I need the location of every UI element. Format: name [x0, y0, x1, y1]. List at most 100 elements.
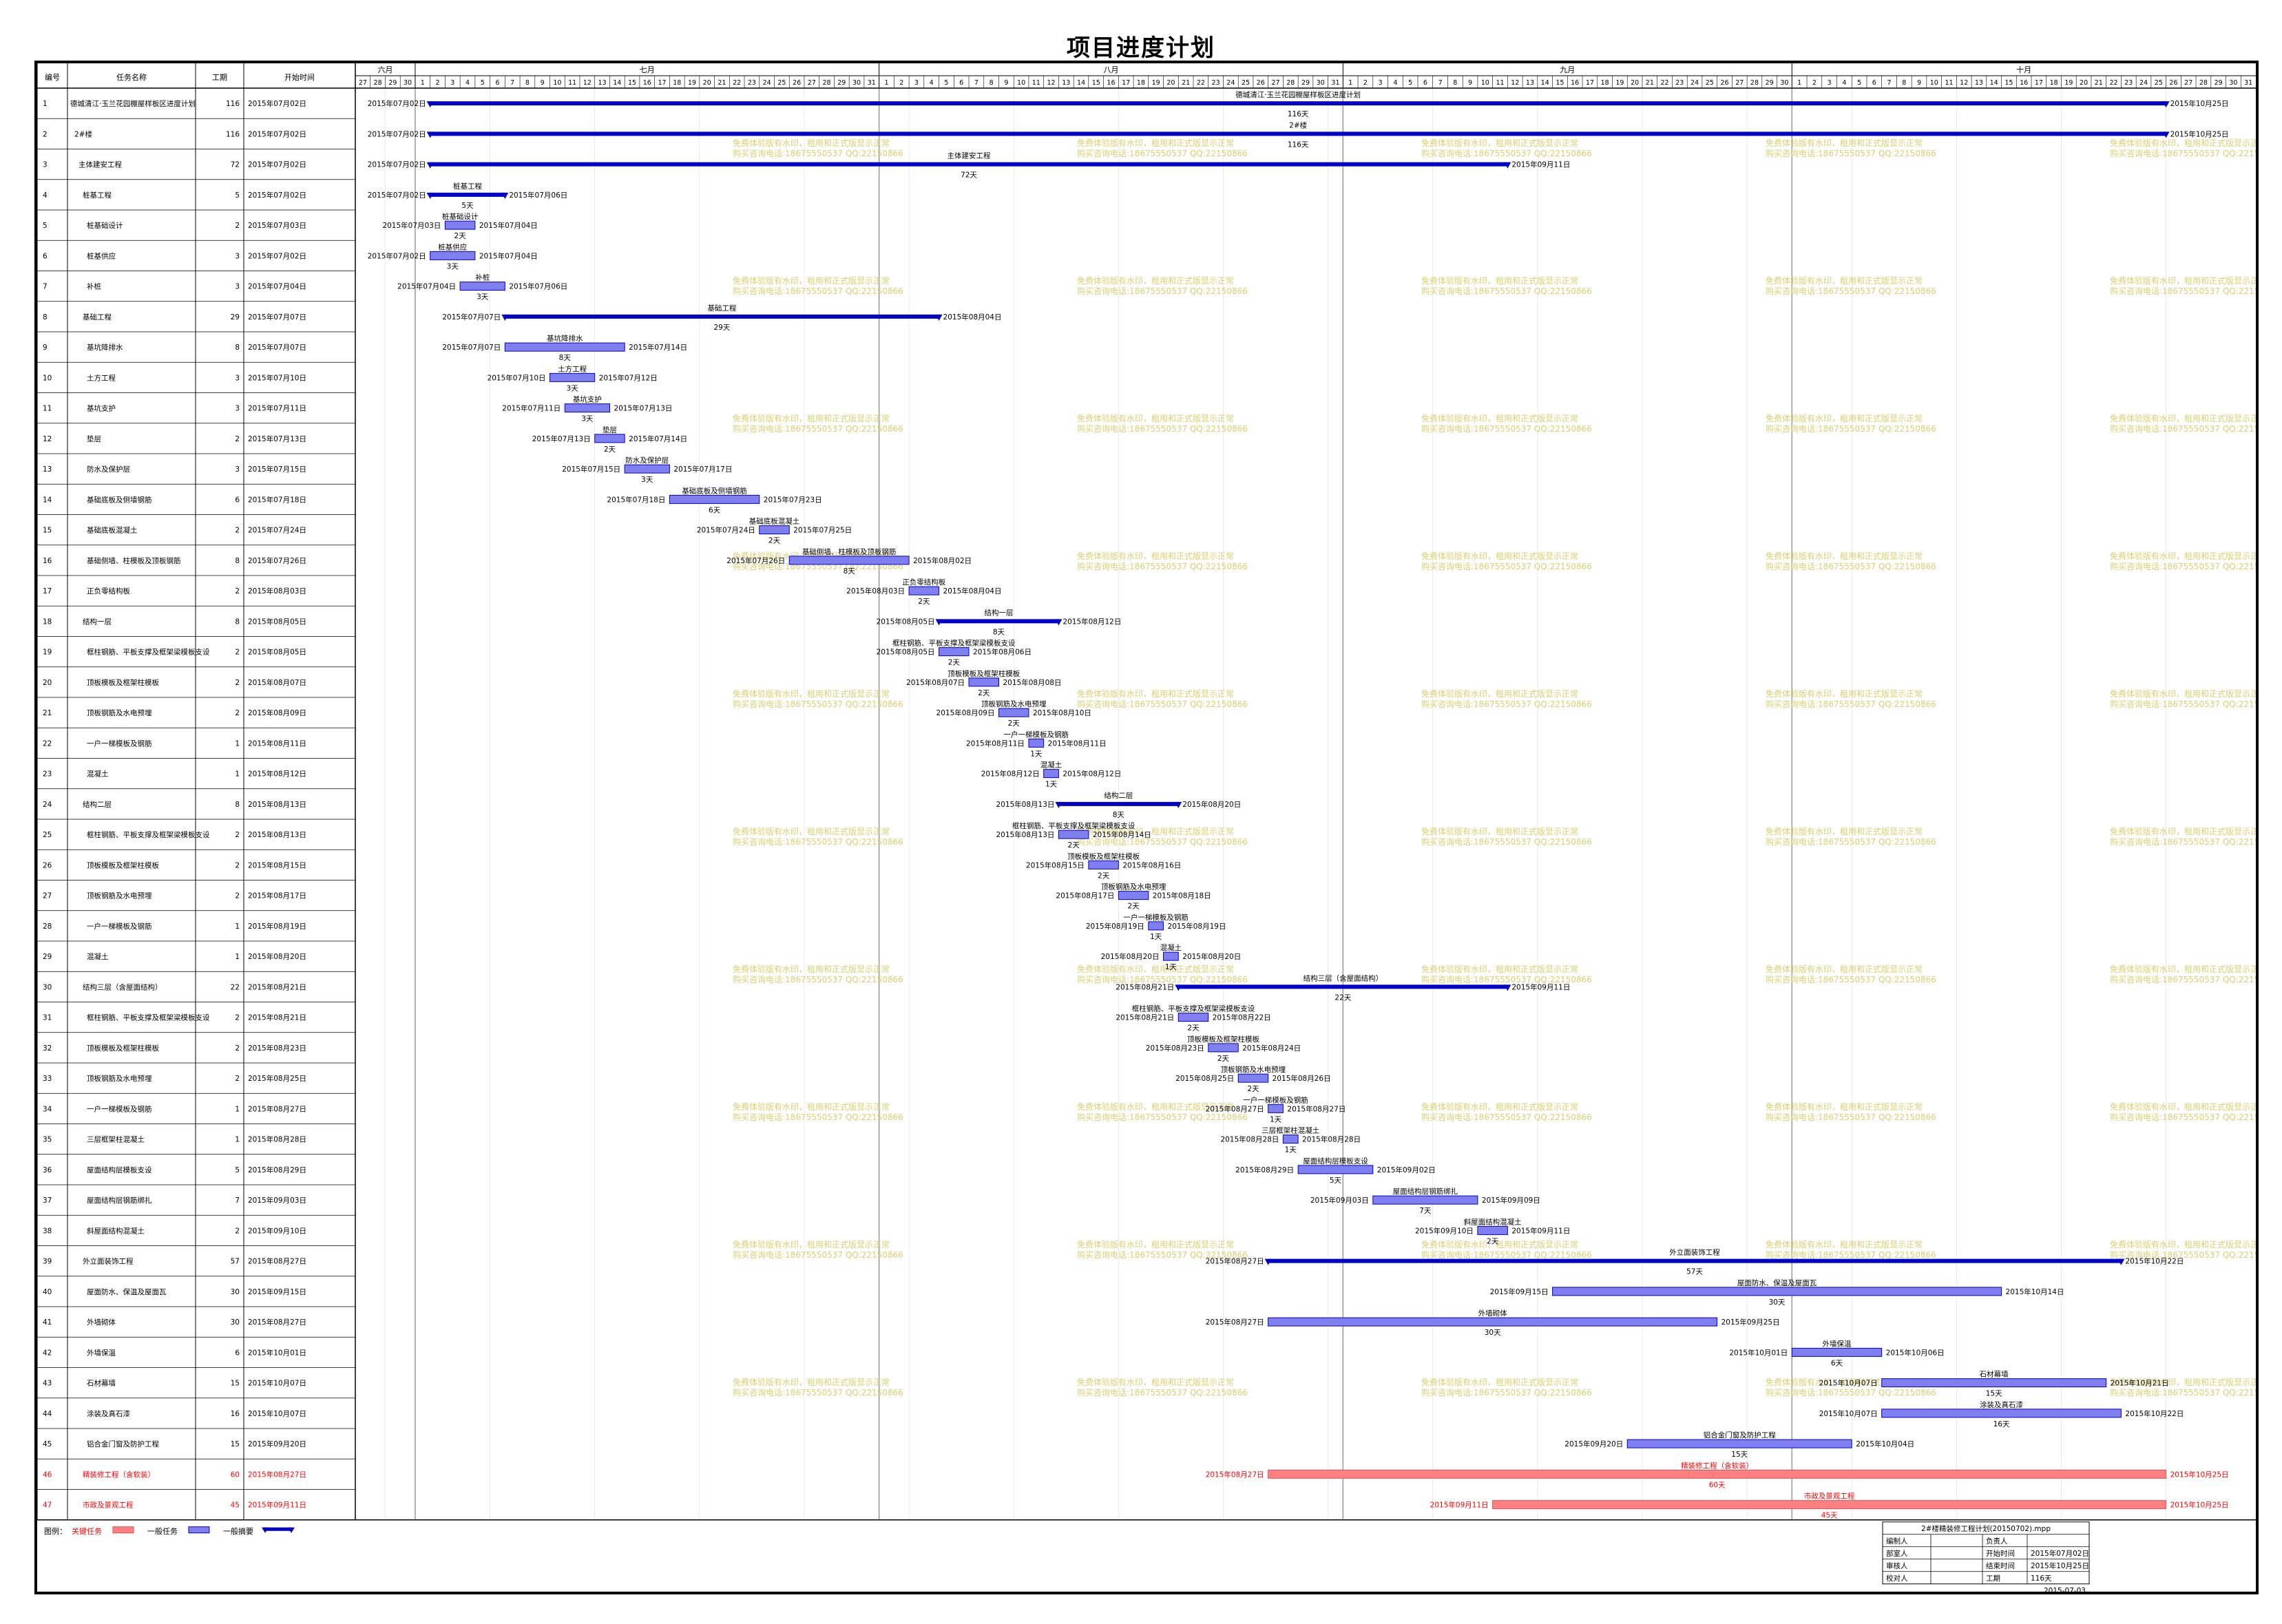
day-tick-label: 5 [944, 79, 948, 87]
day-tick-label: 29 [388, 79, 397, 87]
day-tick-label: 22 [733, 79, 741, 87]
task-name: 铝合金门窗及防护工程 [87, 1440, 159, 1448]
bar-name-label: 土方工程 [558, 364, 587, 373]
task-bar [430, 251, 476, 260]
day-tick-label: 19 [1615, 79, 1624, 87]
bar-name-label: 混凝土 [1160, 943, 1182, 952]
bar-name-label: 屋面结构层模板支设 [1303, 1157, 1368, 1166]
task-id: 7 [43, 283, 48, 291]
watermark-text: 免费体验版有水印，租用和正式版显示正常 [1766, 275, 1923, 286]
bar-end-label: 2015年09月25日 [1721, 1318, 1780, 1327]
bar-name-label: 桩基工程 [453, 182, 482, 191]
watermark-text: 免费体验版有水印，租用和正式版显示正常 [1421, 551, 1578, 561]
watermark-text: 购买咨询电话:18675550537 QQ:22150866 [1077, 1112, 1248, 1122]
task-name: 顶板模板及框架柱模板 [87, 861, 159, 869]
task-start: 2015年08月27日 [248, 1257, 306, 1266]
task-name: 一户一梯模板及钢筋 [87, 922, 152, 931]
task-name: 基础侧墙、柱模板及顶板钢筋 [87, 556, 181, 565]
bar-name-label: 桩基础设计 [442, 212, 479, 221]
bar-start-label: 2015年07月13日 [532, 434, 591, 443]
watermark-text: 免费体验版有水印，租用和正式版显示正常 [733, 826, 890, 836]
bar-end-label: 2015年07月04日 [479, 221, 538, 230]
day-tick-label: 15 [2004, 79, 2013, 87]
bar-start-label: 2015年07月10日 [488, 373, 546, 382]
bar-start-label: 2015年10月07日 [1819, 1409, 1878, 1418]
task-bar [1043, 769, 1059, 779]
bar-end-label: 2015年10月25日 [2170, 129, 2229, 138]
watermark-text: 免费体验版有水印，租用和正式版显示正常 [1077, 551, 1234, 561]
task-start: 2015年08月13日 [248, 830, 306, 839]
task-name: 顶板钢筋及水电预埋 [87, 1074, 152, 1083]
watermark-text: 购买咨询电话:18675550537 QQ:22150866 [1766, 974, 1936, 984]
task-duration: 45 [231, 1501, 240, 1510]
task-id: 4 [43, 191, 48, 200]
day-tick-label: 15 [1556, 79, 1564, 87]
task-name: 桩基工程 [83, 191, 112, 200]
task-start: 2015年08月03日 [248, 587, 306, 595]
day-tick-label: 27 [1735, 79, 1744, 87]
watermark-text: 购买咨询电话:18675550537 QQ:22150866 [1077, 836, 1248, 847]
task-name: 市政及景观工程 [83, 1501, 134, 1510]
bar-end-label: 2015年10月25日 [2170, 1470, 2229, 1479]
day-tick-label: 6 [959, 79, 963, 87]
task-duration: 16 [231, 1410, 240, 1418]
task-id: 15 [43, 527, 52, 535]
day-tick-label: 23 [748, 79, 756, 87]
task-id: 13 [43, 465, 52, 474]
task-duration: 15 [231, 1440, 240, 1448]
bar-duration-label: 1天 [1285, 1146, 1297, 1154]
bar-end-label: 2015年10月14日 [2006, 1287, 2064, 1296]
bar-start-label: 2015年08月11日 [966, 739, 1025, 748]
bar-end-label: 2015年10月22日 [2125, 1257, 2184, 1266]
task-id: 47 [43, 1501, 52, 1510]
day-tick-label: 20 [1166, 79, 1175, 87]
bar-start-label: 2015年08月05日 [877, 617, 935, 626]
month-label: 九月 [1560, 65, 1575, 74]
task-duration: 1 [235, 953, 240, 961]
day-tick-label: 1 [421, 79, 425, 87]
bar-start-label: 2015年07月02日 [368, 251, 426, 260]
bar-name-label: 一户一梯模板及钢筋 [1123, 913, 1189, 922]
watermark-text: 免费体验版有水印，租用和正式版显示正常 [1077, 138, 1234, 148]
bar-end-label: 2015年08月06日 [973, 648, 1032, 657]
task-id: 35 [43, 1136, 52, 1144]
task-bar [444, 220, 476, 230]
bar-duration-label: 3天 [567, 384, 579, 392]
bar-end-label: 2015年08月20日 [1182, 952, 1241, 961]
task-start: 2015年07月04日 [248, 282, 306, 291]
bar-name-label: 基础工程 [707, 304, 736, 313]
task-id: 43 [43, 1380, 52, 1388]
day-tick-label: 11 [568, 79, 576, 87]
day-tick-label: 23 [2124, 79, 2133, 87]
watermark-text: 免费体验版有水印，租用和正式版显示正常 [1766, 964, 1923, 974]
bar-name-label: 精装修工程（含软装） [1681, 1461, 1753, 1470]
watermark-text: 购买咨询电话:18675550537 QQ:22150866 [733, 974, 903, 984]
task-name: 涂装及真石漆 [87, 1409, 130, 1418]
bar-duration-label: 2天 [948, 659, 961, 667]
task-name: 防水及保护层 [87, 465, 130, 474]
day-tick-label: 9 [1468, 79, 1472, 87]
task-duration: 1 [235, 739, 240, 748]
bar-start-label: 2015年08月29日 [1235, 1166, 1294, 1174]
watermark-text: 购买咨询电话:18675550537 QQ:22150866 [1077, 148, 1248, 158]
task-id: 16 [43, 557, 52, 565]
watermark-text: 购买咨询电话:18675550537 QQ:22150866 [1421, 699, 1592, 709]
day-tick-label: 28 [1286, 79, 1295, 87]
day-tick-label: 14 [613, 79, 621, 87]
bar-name-label: 外墙砌体 [1478, 1309, 1507, 1318]
column-header-id: 编号 [45, 72, 60, 82]
day-tick-label: 8 [1453, 79, 1457, 87]
task-id: 38 [43, 1227, 52, 1235]
task-name: 混凝土 [87, 952, 109, 961]
task-bar [1177, 1013, 1209, 1022]
task-bar [624, 464, 670, 474]
day-tick-label: 21 [1182, 79, 1190, 87]
task-bar [788, 556, 910, 565]
bar-name-label: 基础底板混凝土 [749, 517, 800, 526]
bar-end-label: 2015年10月25日 [2170, 1501, 2229, 1510]
summary-bar [1058, 801, 1179, 806]
watermark-text: 购买咨询电话:18675550537 QQ:22150866 [2110, 836, 2256, 847]
info-cell: 工期 [1986, 1574, 2000, 1583]
task-name: 斜屋面结构混凝土 [87, 1226, 145, 1235]
